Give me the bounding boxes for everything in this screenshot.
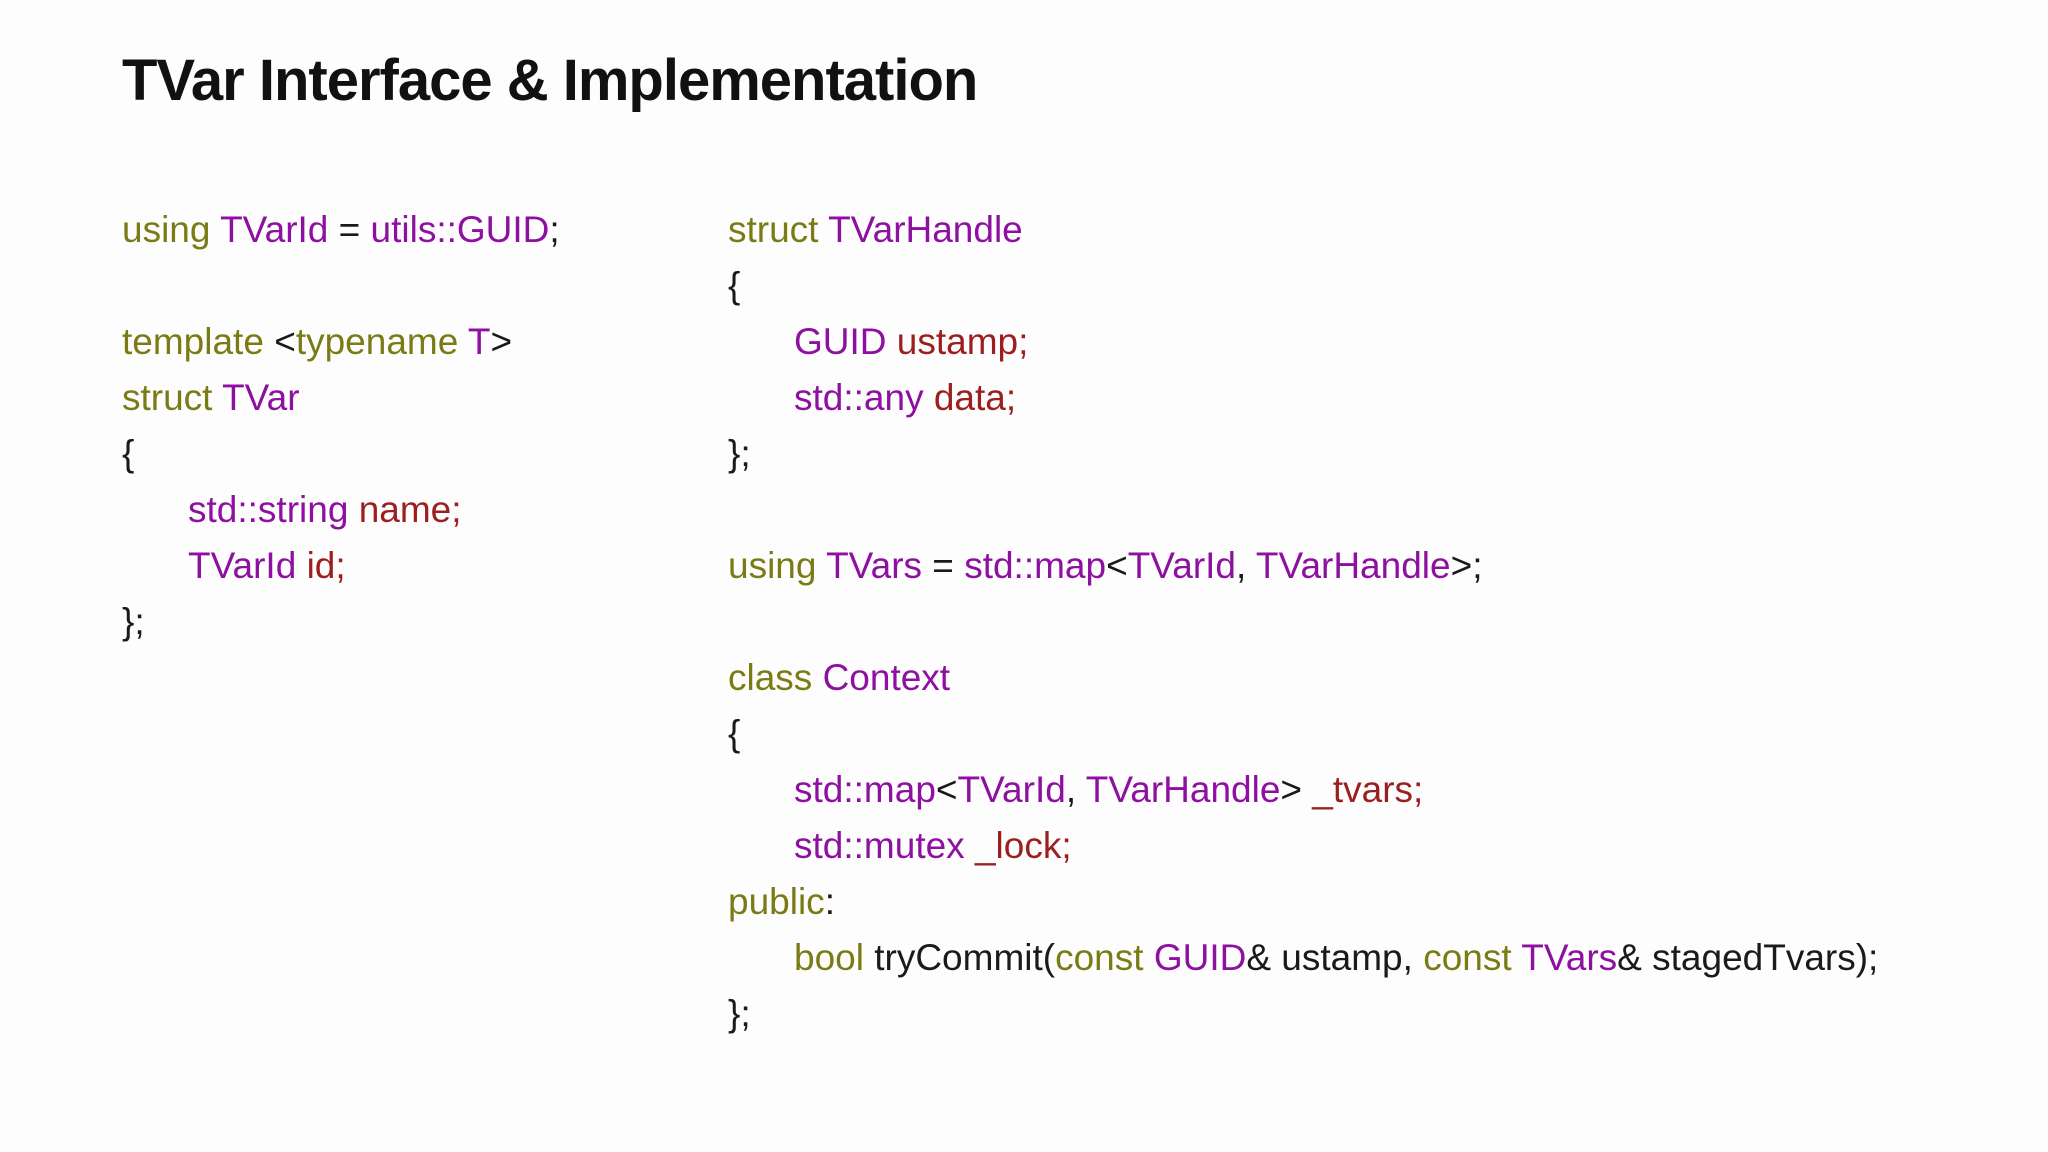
- code-token-plain: <: [1106, 545, 1128, 586]
- code-line: };: [122, 594, 560, 650]
- code-line: };: [728, 426, 1878, 482]
- code-token-type: T: [467, 321, 491, 362]
- code-token-plain: =: [922, 545, 965, 586]
- code-token-type: TVarId: [220, 209, 329, 250]
- code-token-keyword: struct: [728, 209, 829, 250]
- code-token-member: id;: [306, 545, 346, 586]
- code-line: public:: [728, 874, 1878, 930]
- code-token-plain: [924, 377, 934, 418]
- code-token-member: _tvars;: [1312, 769, 1424, 810]
- code-token-plain: <: [274, 321, 296, 362]
- code-line: struct TVar: [122, 370, 560, 426]
- code-token-plain: };: [122, 601, 145, 642]
- code-token-plain: };: [728, 993, 751, 1034]
- code-token-type: std::any: [794, 377, 924, 418]
- code-token-type: std::map: [794, 769, 936, 810]
- code-line: std::mutex _lock;: [728, 818, 1878, 874]
- code-token-member: name;: [358, 489, 462, 530]
- code-token-plain: >;: [1450, 545, 1483, 586]
- code-token-type: TVarId: [188, 545, 297, 586]
- code-token-plain: ,: [1236, 545, 1256, 586]
- code-token-type: TVarId: [957, 769, 1066, 810]
- code-token-keyword: template: [122, 321, 275, 362]
- code-line: [122, 258, 560, 314]
- code-token-plain: };: [728, 433, 751, 474]
- code-token-member: _lock;: [974, 825, 1072, 866]
- code-token-plain: & stagedTvars);: [1617, 937, 1879, 978]
- code-line: bool tryCommit(const GUID& ustamp, const…: [728, 930, 1878, 986]
- code-token-type: TVarHandle: [828, 209, 1023, 250]
- code-line: TVarId id;: [122, 538, 560, 594]
- code-token-plain: >: [490, 321, 513, 362]
- code-token-plain: [348, 489, 358, 530]
- code-token-type: TVars: [1521, 937, 1618, 978]
- code-line: class Context: [728, 650, 1878, 706]
- code-token-plain: <: [935, 769, 958, 810]
- code-line: {: [728, 258, 1878, 314]
- code-token-plain: =: [328, 209, 371, 250]
- code-token-type: TVar: [222, 377, 300, 418]
- code-line: [728, 594, 1878, 650]
- code-token-member: ustamp;: [896, 321, 1029, 362]
- code-token-keyword: using: [122, 209, 221, 250]
- code-token-keyword: class: [728, 657, 823, 698]
- code-line: using TVars = std::map<TVarId, TVarHandl…: [728, 538, 1878, 594]
- code-token-type: std::map: [964, 545, 1107, 586]
- code-line: {: [122, 426, 560, 482]
- code-token-type: std::mutex: [794, 825, 965, 866]
- code-line: using TVarId = utils::GUID;: [122, 202, 560, 258]
- code-line: struct TVarHandle: [728, 202, 1878, 258]
- code-token-plain: [965, 825, 975, 866]
- code-token-plain: {: [122, 433, 135, 474]
- code-token-plain: >: [1280, 769, 1313, 810]
- code-token-type: utils::GUID: [370, 209, 550, 250]
- code-token-keyword: typename: [295, 321, 468, 362]
- code-token-type: GUID: [1153, 937, 1247, 978]
- code-line: GUID ustamp;: [728, 314, 1878, 370]
- code-token-type: GUID: [794, 321, 887, 362]
- code-line: std::any data;: [728, 370, 1878, 426]
- code-token-type: Context: [822, 657, 951, 698]
- code-token-type: TVarId: [1127, 545, 1236, 586]
- code-token-type: TVarHandle: [1255, 545, 1451, 586]
- code-token-plain: [296, 545, 306, 586]
- code-token-keyword: const: [1055, 937, 1154, 978]
- code-line: [728, 482, 1878, 538]
- code-line: std::string name;: [122, 482, 560, 538]
- code-line: {: [728, 706, 1878, 762]
- code-token-plain: ;: [549, 209, 560, 250]
- code-token-keyword: struct: [122, 377, 223, 418]
- code-token-plain: {: [728, 265, 741, 306]
- code-token-member: data;: [933, 377, 1017, 418]
- code-block-right: struct TVarHandle{GUID ustamp;std::any d…: [728, 202, 1878, 1042]
- code-token-keyword: using: [728, 545, 827, 586]
- code-token-type: TVars: [826, 545, 923, 586]
- code-token-keyword: const: [1423, 937, 1522, 978]
- code-line: template <typename T>: [122, 314, 560, 370]
- code-token-plain: :: [824, 881, 835, 922]
- code-block-left: using TVarId = utils::GUID;template <typ…: [122, 202, 560, 650]
- code-token-plain: ,: [1065, 769, 1086, 810]
- code-token-type: TVarHandle: [1085, 769, 1281, 810]
- code-token-plain: & ustamp,: [1246, 937, 1424, 978]
- code-token-plain: [887, 321, 897, 362]
- code-line: std::map<TVarId, TVarHandle> _tvars;: [728, 762, 1878, 818]
- code-line: };: [728, 986, 1878, 1042]
- code-token-type: std::string: [188, 489, 349, 530]
- code-token-plain: {: [728, 713, 741, 754]
- code-token-plain: tryCommit(: [863, 937, 1056, 978]
- code-token-keyword: bool: [794, 937, 864, 978]
- code-token-keyword: public: [728, 881, 825, 922]
- slide-title: TVar Interface & Implementation: [122, 48, 978, 113]
